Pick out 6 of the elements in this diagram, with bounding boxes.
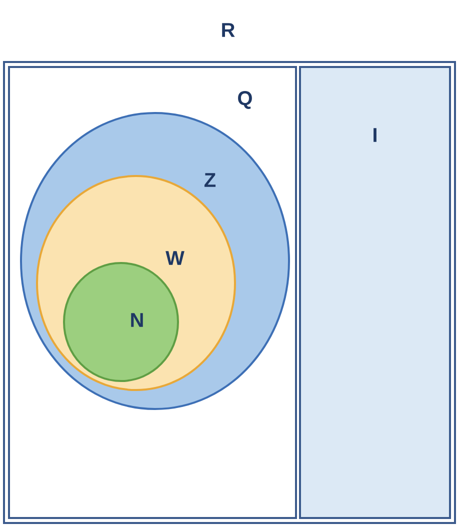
set-label: R <box>222 23 235 37</box>
set-label: Z <box>204 173 216 187</box>
set-label: W <box>166 251 184 265</box>
set-label: N <box>131 313 143 327</box>
set-label: Q <box>238 91 252 109</box>
set-label: I <box>374 128 376 142</box>
